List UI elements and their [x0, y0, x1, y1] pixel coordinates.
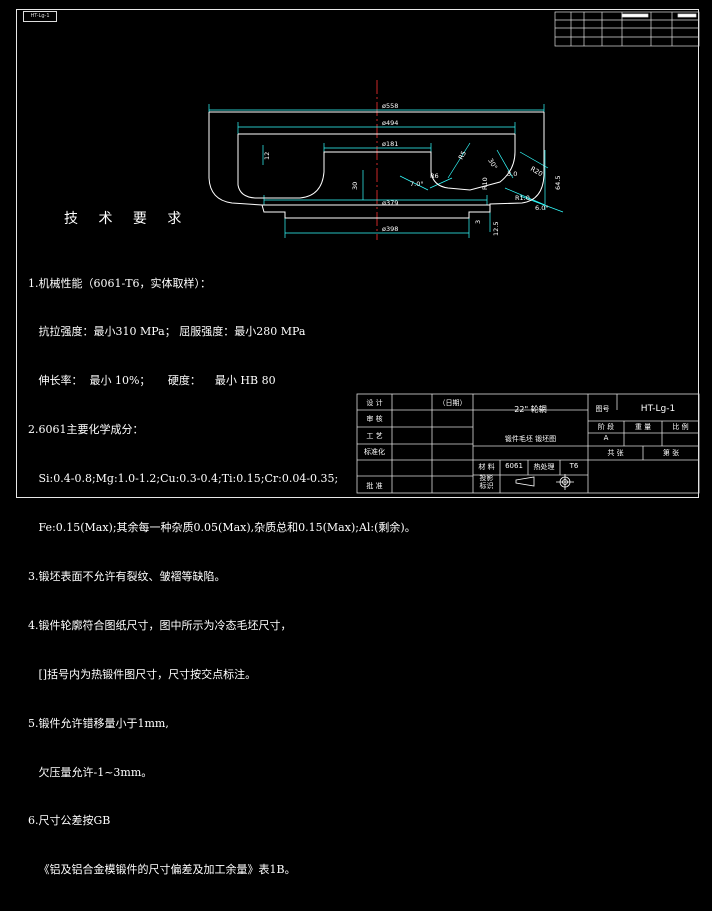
tb-drawing-type: 锻件毛坯 锻坯图 [504, 435, 557, 443]
note-line: 5.锻件允许错移量小于1mm, [28, 716, 169, 730]
tb-drawing-no-label: 图号 [595, 405, 610, 413]
dim-h12: 12 [263, 152, 271, 160]
tb-part-name: 22" 轮辋 [514, 405, 547, 414]
note-line: 抗拉强度：最小310 MPa； 屈服强度：最小280 MPa [28, 325, 306, 339]
technical-drawing: ø558 ø494 ø181 ø379 ø398 30 12 64.5 7.0°… [208, 11, 700, 494]
revision-table [554, 11, 700, 47]
dim-a7: 7.0° [410, 180, 424, 188]
tb-material-label: 材 料 [478, 463, 495, 471]
tb-approve: 批 准 [366, 482, 383, 490]
notes-heading: 技 术 要 求 [64, 211, 190, 227]
note-line: Fe:0.15(Max);其余每一种杂质0.05(Max),杂质总和0.15(M… [28, 521, 416, 535]
tb-sheet-label: 共 张 [607, 449, 624, 457]
tb-page-label: 第 张 [662, 449, 680, 457]
note-line: 欠压量允许-1~3mm。 [28, 765, 153, 779]
note-line: []括号内为热锻件图尺寸，尺寸按交点标注。 [28, 667, 257, 681]
tb-drawing-no: HT-Lg-1 [640, 404, 676, 414]
tb-heat: T6 [569, 462, 579, 470]
note-line: 伸长率： 最小 10%； 硬度： 最小 HB 80 [28, 374, 276, 388]
dim-d398: ø398 [382, 225, 398, 233]
dim-d379: ø379 [382, 199, 398, 207]
note-line: 4.锻件轮廓符合图纸尺寸，图中所示为冷态毛坯尺寸， [28, 618, 292, 632]
dim-h64: 64.5 [554, 176, 562, 190]
tb-check: 审 核 [366, 415, 383, 423]
part-profile [208, 111, 545, 219]
dim-h125: 12.5 [492, 222, 500, 236]
dimension-texts: ø558 ø494 ø181 ø379 ø398 30 12 64.5 7.0°… [263, 102, 562, 236]
dim-r10: R10 [481, 177, 489, 190]
dim-d558: ø558 [382, 102, 398, 110]
dim-r5: R5 [457, 150, 468, 161]
dim-h30: 30 [351, 182, 359, 190]
tb-process: 工 艺 [366, 432, 383, 440]
note-line: 3.锻坯表面不允许有裂纹、皱褶等缺陷。 [28, 569, 226, 583]
dim-r1: R1.0 [515, 194, 530, 202]
dim-h3: 3 [474, 220, 482, 224]
tb-projection-label: 投影 标识 [479, 474, 494, 490]
tb-heat-label: 热处理 [533, 463, 555, 471]
title-block: 设 计 （日期） 22" 轮辋 图号 HT-Lg-1 审 核 锻件毛坯 锻坯图 … [357, 394, 700, 493]
tb-weight-label: 重 量 [634, 423, 652, 431]
note-line: 2.6061主要化学成分： [28, 423, 144, 437]
drawing-frame [16, 9, 699, 498]
note-line: 6.尺寸公差按GB [28, 814, 111, 828]
dim-d494: ø494 [382, 119, 398, 127]
dim-r6: R6 [430, 172, 439, 180]
tb-stage-value: A [603, 434, 609, 442]
tb-date-label: （日期） [438, 399, 467, 407]
dim-a60: 6.0° [535, 204, 549, 212]
dim-d181: ø181 [382, 140, 398, 148]
dim-r3: 3.0 [507, 170, 517, 178]
sheet-tag: HT-Lg-1 [23, 11, 57, 22]
dimension-lines [208, 104, 564, 238]
tb-scale-label: 比 例 [672, 423, 689, 431]
technical-notes: 1.机械性能（6061-T6，实体取样）： 抗拉强度：最小310 MPa； 屈服… [28, 243, 416, 911]
tb-stage-label: 阶 段 [597, 423, 615, 431]
dim-r20: R20 [529, 165, 544, 178]
note-line: 《铝及铝合金模锻件的尺寸偏差及加工余量》表1B。 [28, 863, 296, 877]
drawing-sheet: HT-Lg-1 [16, 9, 700, 877]
note-line: Si:0.4-0.8;Mg:1.0-1.2;Cu:0.3-0.4;Ti:0.15… [28, 472, 339, 486]
title-block-grid [356, 393, 700, 494]
tb-design: 设 计 [366, 399, 383, 407]
projection-symbol [515, 474, 574, 490]
dim-a30: 30° [486, 157, 499, 171]
note-line: 1.机械性能（6061-T6，实体取样）： [28, 276, 212, 290]
tb-material: 6061 [505, 462, 523, 470]
tb-standard: 标准化 [364, 448, 385, 456]
